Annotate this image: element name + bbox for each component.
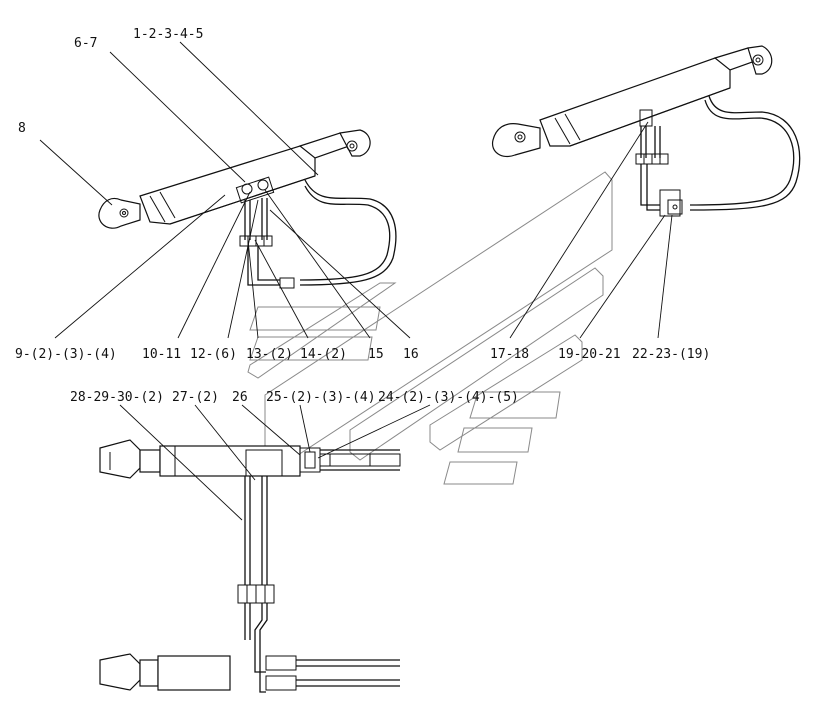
callout-9: 9-(2)-(3)-(4) bbox=[15, 347, 117, 362]
leader-lines bbox=[39, 41, 673, 521]
callout-8: 8 bbox=[18, 121, 26, 136]
callout-labels: 8 6-7 1-2-3-4-5 9-(2)-(3)-(4) 10-11 12-(… bbox=[15, 27, 710, 405]
callout-22-23: 22-23-(19) bbox=[632, 347, 710, 362]
callout-19-20-21: 19-20-21 bbox=[558, 347, 621, 362]
callout-13: 13-(2) bbox=[246, 347, 293, 362]
callout-27: 27-(2) bbox=[172, 390, 219, 405]
callout-14: 14-(2) bbox=[300, 347, 347, 362]
callout-24: 24-(2)-(3)-(4)-(5) bbox=[378, 390, 519, 405]
callout-15: 15 bbox=[368, 347, 384, 362]
callout-28-29-30: 28-29-30-(2) bbox=[70, 390, 164, 405]
callout-17-18: 17-18 bbox=[490, 347, 529, 362]
callout-25: 25-(2)-(3)-(4) bbox=[266, 390, 376, 405]
callout-10-11: 10-11 bbox=[142, 347, 181, 362]
callout-6-7: 6-7 bbox=[74, 36, 97, 51]
callout-1-2-3-4-5: 1-2-3-4-5 bbox=[133, 27, 203, 42]
cylinder-upper-right bbox=[491, 45, 801, 217]
callout-12: 12-(6) bbox=[190, 347, 237, 362]
cylinder-upper-left bbox=[98, 129, 397, 289]
callout-16: 16 bbox=[403, 347, 419, 362]
cylinder-lower bbox=[99, 439, 401, 693]
callout-26: 26 bbox=[232, 390, 248, 405]
